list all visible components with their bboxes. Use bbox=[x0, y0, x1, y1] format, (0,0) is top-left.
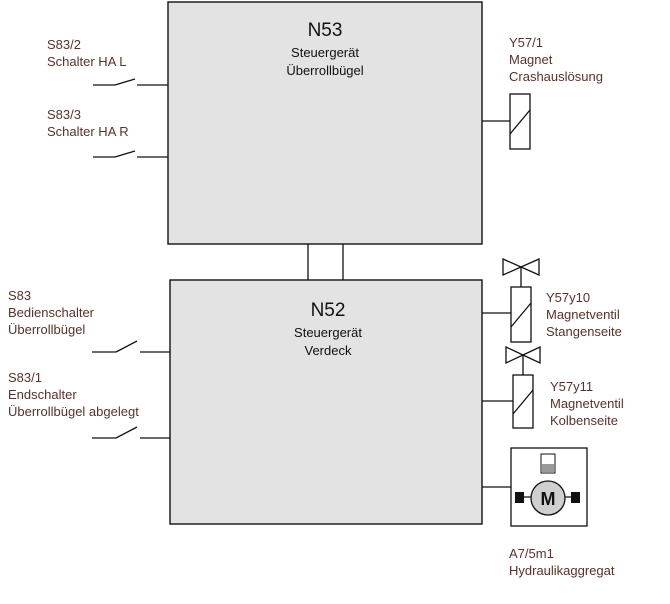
y57y11-name2: Kolbenseite bbox=[550, 413, 618, 428]
y57y10-name2: Stangenseite bbox=[546, 324, 622, 339]
a7-5m1-motor-symbol: M bbox=[482, 447, 588, 527]
n52-line2: Verdeck bbox=[305, 343, 352, 358]
y57-1-name1: Magnet bbox=[509, 52, 553, 67]
a7-5m1-name: Hydraulikaggregat bbox=[509, 563, 615, 578]
s83-name1: Bedienschalter bbox=[8, 305, 95, 320]
motor-symbol-m: M bbox=[541, 489, 556, 509]
n52-line1: Steuergerät bbox=[294, 325, 362, 340]
n53-line1: Steuergerät bbox=[291, 45, 359, 60]
s83-2-switch-symbol bbox=[93, 78, 168, 86]
s83-3-switch-symbol bbox=[93, 150, 168, 158]
y57-1-solenoid-symbol bbox=[482, 93, 531, 150]
s83-3-code: S83/3 bbox=[47, 107, 81, 122]
n52-control-unit-box bbox=[169, 279, 483, 525]
y57-1-code: Y57/1 bbox=[509, 35, 543, 50]
y57y10-valve-symbol bbox=[482, 257, 540, 343]
a7-5m1-code: A7/5m1 bbox=[509, 546, 554, 561]
s83-3-name: Schalter HA R bbox=[47, 124, 129, 139]
y57y11-valve-symbol bbox=[482, 345, 541, 429]
s83-1-code: S83/1 bbox=[8, 370, 42, 385]
n53-line2: Überrollbügel bbox=[286, 63, 363, 78]
n53-control-unit-box bbox=[167, 1, 483, 245]
s83-2-name: Schalter HA L bbox=[47, 54, 127, 69]
y57y11-code: Y57y11 bbox=[550, 379, 593, 394]
s83-switch-symbol bbox=[92, 340, 170, 353]
y57y11-name1: Magnetventil bbox=[550, 396, 624, 411]
s83-2-code: S83/2 bbox=[47, 37, 81, 52]
y57y10-code: Y57y10 bbox=[546, 290, 590, 305]
s83-name2: Überrollbügel bbox=[8, 322, 85, 337]
n52-code: N52 bbox=[311, 300, 346, 321]
y57y10-name1: Magnetventil bbox=[546, 307, 620, 322]
s83-code: S83 bbox=[8, 288, 31, 303]
s83-1-name1: Endschalter bbox=[8, 387, 77, 402]
y57-1-name2: Crashauslösung bbox=[509, 69, 603, 84]
s83-1-switch-symbol bbox=[92, 426, 170, 439]
s83-1-name2: Überrollbügel abgelegt bbox=[8, 404, 139, 419]
n53-code: N53 bbox=[308, 20, 343, 41]
